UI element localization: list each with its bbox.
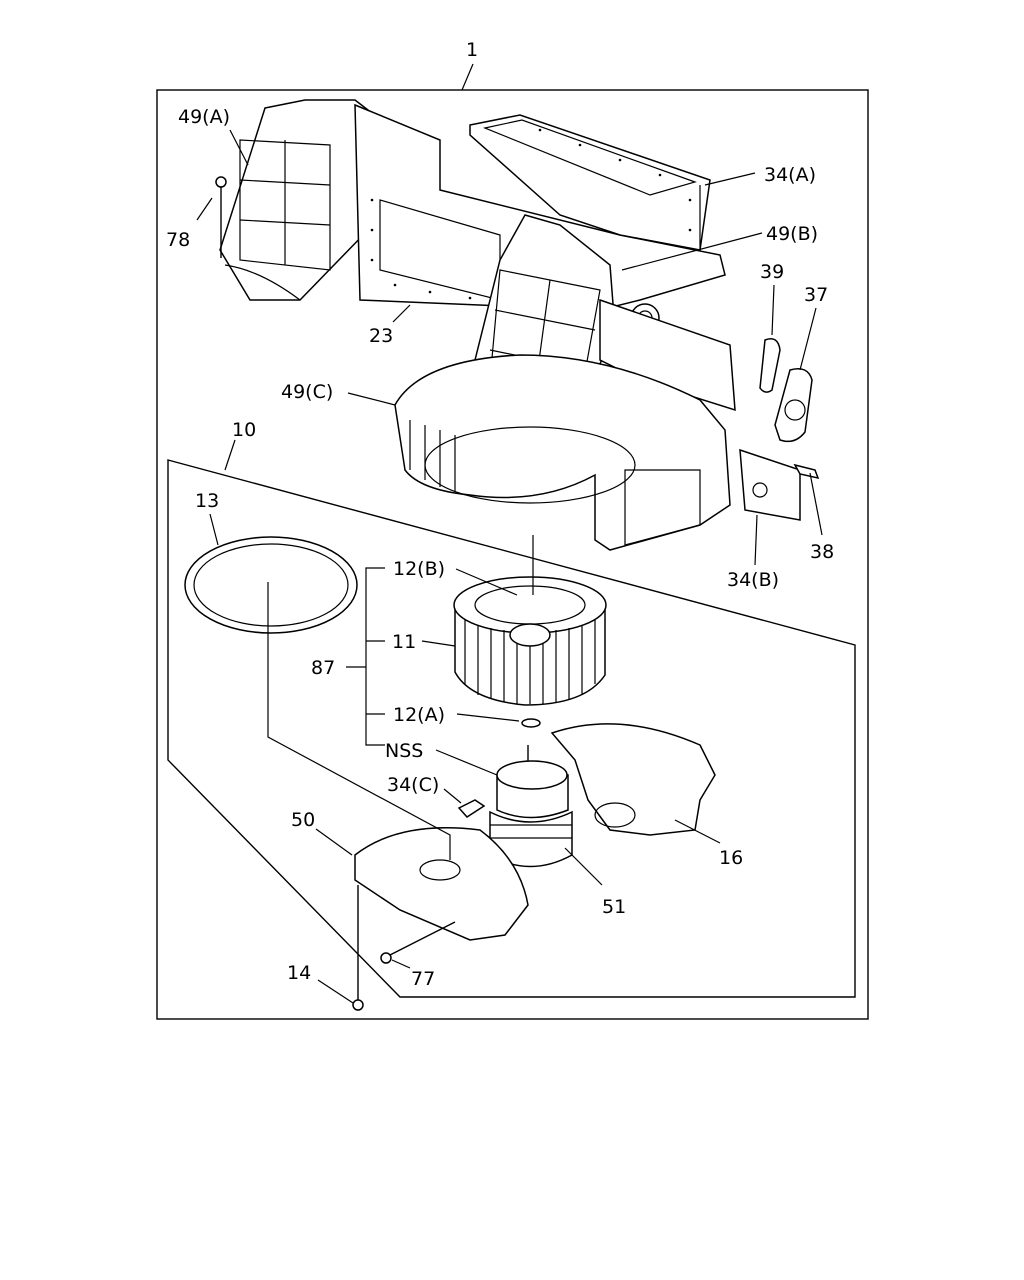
lower-shroud-50: [354, 827, 529, 941]
gasket-ring-13: [184, 536, 358, 634]
callout-12b: 12(B): [393, 558, 445, 580]
callout-34b: 34(B): [727, 569, 779, 591]
callout-16: 16: [719, 847, 743, 869]
callout-13: 13: [195, 490, 219, 512]
callout-49c: 49(C): [281, 381, 333, 403]
callout-78: 78: [166, 229, 190, 251]
blower-motor-51: [489, 745, 573, 868]
callout-12a: 12(A): [393, 704, 445, 726]
pad-34c: [457, 799, 486, 818]
callout-labels: 1 49(A) 78 34(A) 49(B) 23 39 37 49(C) 10…: [166, 39, 834, 990]
washer-12a: [521, 718, 541, 728]
screw-14: [352, 885, 364, 1011]
plate-37: [774, 368, 813, 443]
callout-87: 87: [311, 657, 335, 679]
callout-51: 51: [602, 896, 626, 918]
clip-38: [793, 463, 820, 480]
callout-10: 10: [232, 419, 256, 441]
callout-77: 77: [411, 968, 435, 990]
callout-11: 11: [392, 631, 416, 653]
callout-50: 50: [291, 809, 315, 831]
callout-49b: 49(B): [766, 223, 818, 245]
blower-fan-11: [453, 576, 607, 706]
screw-77: [380, 921, 456, 964]
callout-23: 23: [369, 325, 393, 347]
callout-14: 14: [287, 962, 311, 984]
callout-49a: 49(A): [178, 106, 230, 128]
screw-78: [215, 176, 227, 258]
sub-assembly-frame: [167, 459, 856, 998]
callout-nss: NSS: [385, 740, 423, 762]
callout-37: 37: [804, 284, 828, 306]
scroll-housing: [394, 354, 731, 551]
callout-34c: 34(C): [387, 774, 439, 796]
bracket-39: [759, 338, 781, 393]
leader-lines: [196, 63, 823, 1004]
outer-frame: [156, 89, 869, 1020]
callout-38: 38: [810, 541, 834, 563]
callout-1: 1: [466, 39, 478, 61]
motor-cover-16: [550, 723, 716, 836]
callout-39: 39: [760, 261, 784, 283]
callout-34a: 34(A): [764, 164, 816, 186]
